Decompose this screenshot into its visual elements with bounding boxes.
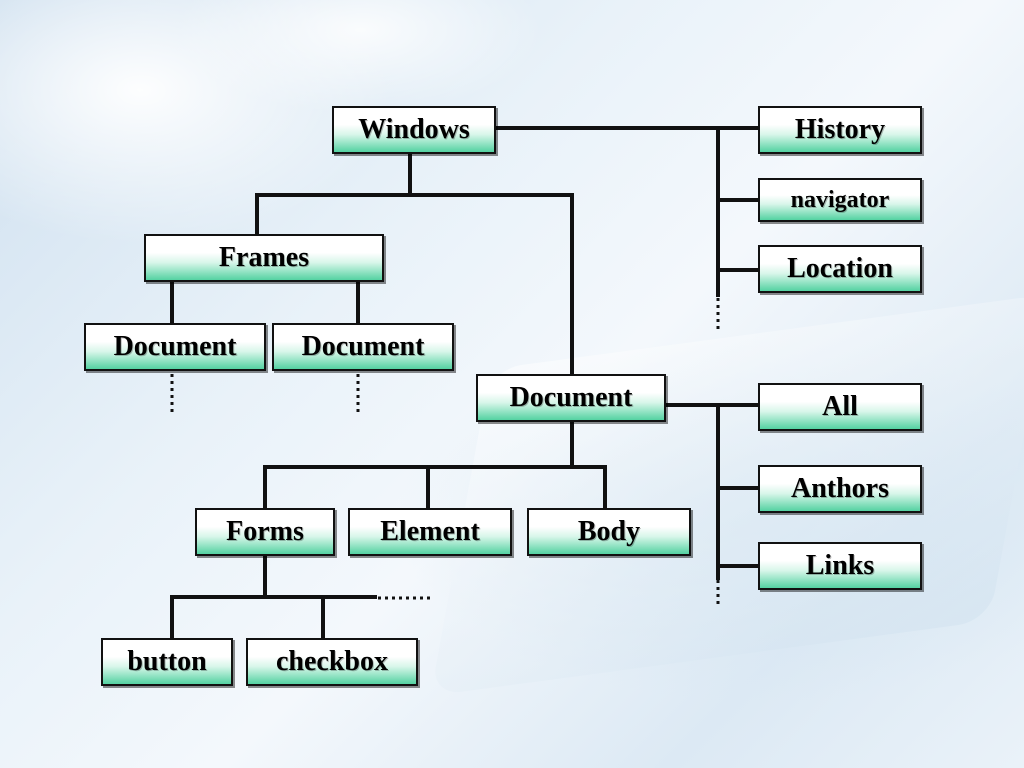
node-links: Links (758, 542, 922, 590)
node-element: Element (348, 508, 512, 556)
node-forms: Forms (195, 508, 335, 556)
node-navigator: navigator (758, 178, 922, 222)
node-frames: Frames (144, 234, 384, 282)
node-button: button (101, 638, 233, 686)
node-location: Location (758, 245, 922, 293)
node-history: History (758, 106, 922, 154)
node-document: Document (476, 374, 666, 422)
node-frame-document-1: Document (84, 323, 266, 371)
node-windows: Windows (332, 106, 496, 154)
node-frame-document-2: Document (272, 323, 454, 371)
node-body: Body (527, 508, 691, 556)
node-checkbox: checkbox (246, 638, 418, 686)
node-all: All (758, 383, 922, 431)
node-anthors: Anthors (758, 465, 922, 513)
